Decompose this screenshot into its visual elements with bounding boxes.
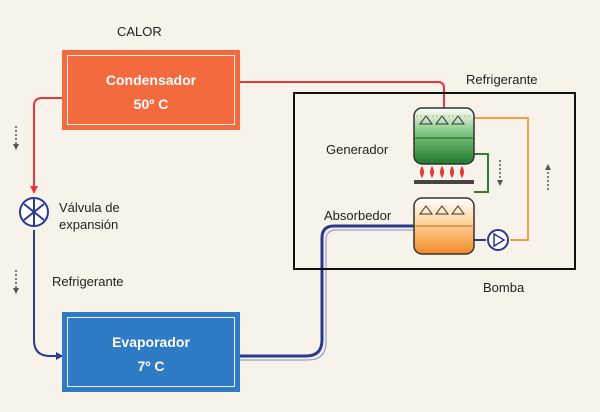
absorber-tank (413, 197, 475, 255)
evaporador-temp: 7º C (137, 358, 165, 374)
pipe-generator-to-condenser (240, 81, 445, 108)
pipe-condenser-to-valve (33, 97, 62, 190)
evaporador-title: Evaporador (112, 334, 190, 350)
condensador-temp: 50º C (133, 96, 169, 112)
label-valvula-line1: Válvula de (59, 200, 120, 215)
flow-arrow-left-top (13, 126, 19, 150)
label-generador: Generador (326, 142, 389, 157)
label-absorbedor: Absorbedor (324, 208, 392, 223)
pump-icon (487, 229, 509, 251)
pipe-valve-to-evaporator (33, 230, 62, 357)
evaporador-inner-border (67, 317, 235, 387)
generator-tank (413, 107, 475, 165)
label-calor: CALOR (117, 24, 162, 39)
flow-arrow-left-bottom (13, 270, 19, 294)
flow-arrow-down-generator (497, 160, 503, 186)
pipe-green-return (474, 153, 489, 193)
arrow-head-blue (56, 352, 63, 360)
arrow-head-red (30, 186, 38, 194)
burner-flames-icon (414, 166, 474, 184)
label-refrigerante-top: Refrigerante (466, 72, 538, 87)
condensador-title: Condensador (105, 72, 197, 88)
condensador-inner-border (67, 55, 235, 125)
absorption-system-frame (293, 92, 576, 270)
label-valvula-line2: expansión (59, 217, 119, 232)
pipe-orange-loop (474, 117, 529, 241)
pipe-evaporator-to-absorber (240, 224, 416, 358)
evaporador-box: Evaporador 7º C (62, 312, 240, 392)
label-bomba: Bomba (483, 280, 525, 295)
label-refrigerante-left: Refrigerante (52, 274, 124, 289)
flow-arrow-up-absorber (545, 164, 551, 190)
expansion-valve-icon (19, 197, 49, 227)
condensador-box: Condensador 50º C (62, 50, 240, 130)
pipe-evaporator-to-absorber-light (240, 229, 416, 361)
